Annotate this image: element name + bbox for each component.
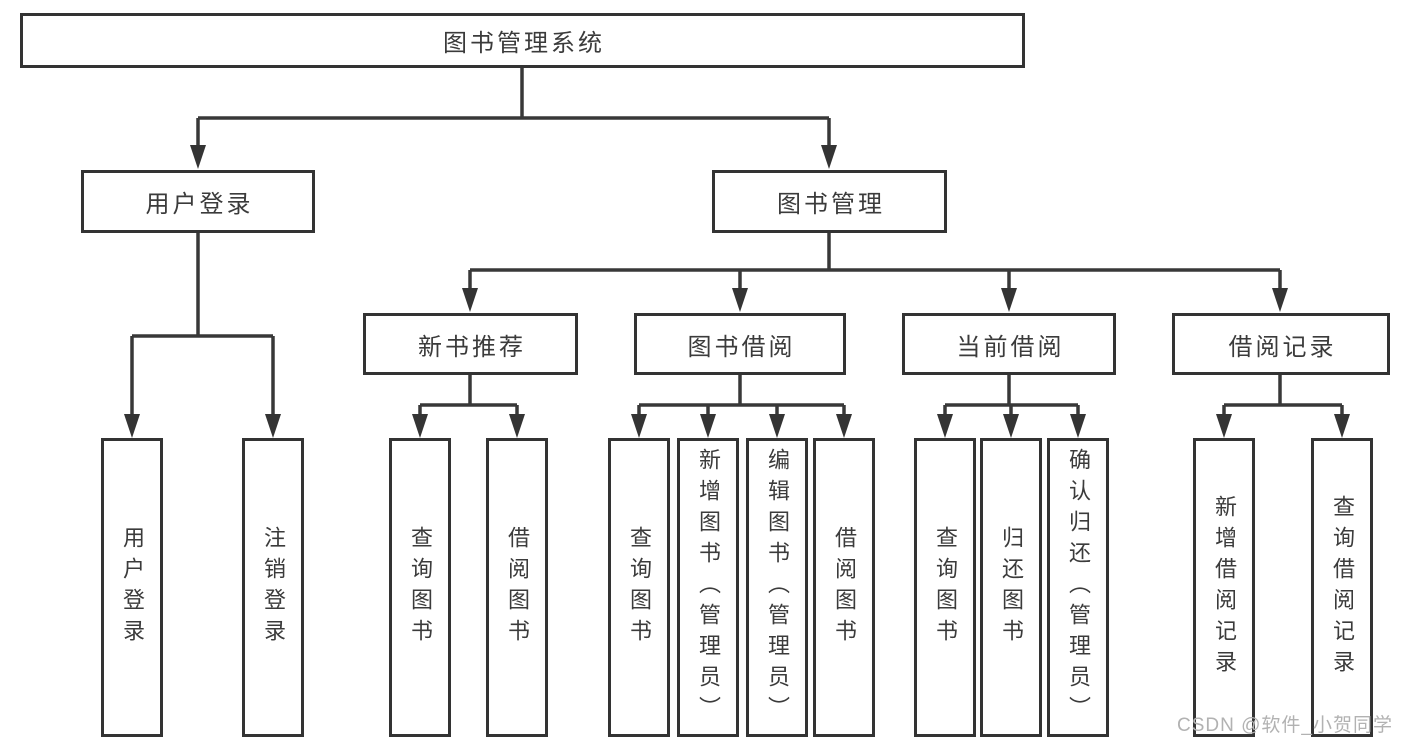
node-current-borrow: 当前借阅	[902, 313, 1116, 375]
leaf-records-query-record: 查询借阅记录	[1311, 438, 1373, 737]
connector-root-to-level2	[190, 68, 837, 169]
csdn-watermark: CSDN @软件_小贺同学	[1177, 715, 1393, 736]
connector-book-management-to-children	[462, 233, 1288, 312]
leaf-borrow-edit-books-admin: 编辑图书（管理员）	[746, 438, 808, 737]
node-book-borrow: 图书借阅	[634, 313, 846, 375]
leaf-borrow-add-books-admin: 新增图书（管理员）	[677, 438, 739, 737]
leaf-recommend-borrow-books: 借阅图书	[486, 438, 548, 737]
leaf-user-login: 用户登录	[101, 438, 163, 737]
leaf-logout: 注销登录	[242, 438, 304, 737]
connector-new-book-recommend-to-children	[412, 375, 525, 438]
leaf-borrow-borrow-books: 借阅图书	[813, 438, 875, 737]
leaf-recommend-query-books: 查询图书	[389, 438, 451, 737]
connector-user-login-to-children	[124, 233, 281, 438]
leaf-current-confirm-return-admin: 确认归还（管理员）	[1047, 438, 1109, 737]
leaf-current-query-books: 查询图书	[914, 438, 976, 737]
leaf-records-add-record: 新增借阅记录	[1193, 438, 1255, 737]
leaf-borrow-query-books: 查询图书	[608, 438, 670, 737]
node-user-login: 用户登录	[81, 170, 315, 233]
connector-current-borrow-to-children	[937, 375, 1086, 438]
connector-borrow-records-to-children	[1216, 375, 1350, 438]
leaf-current-return-books: 归还图书	[980, 438, 1042, 737]
node-borrow-records: 借阅记录	[1172, 313, 1390, 375]
connector-book-borrow-to-children	[631, 375, 852, 438]
node-book-management: 图书管理	[712, 170, 947, 233]
node-new-book-recommend: 新书推荐	[363, 313, 578, 375]
node-library-management-system: 图书管理系统	[20, 13, 1025, 68]
